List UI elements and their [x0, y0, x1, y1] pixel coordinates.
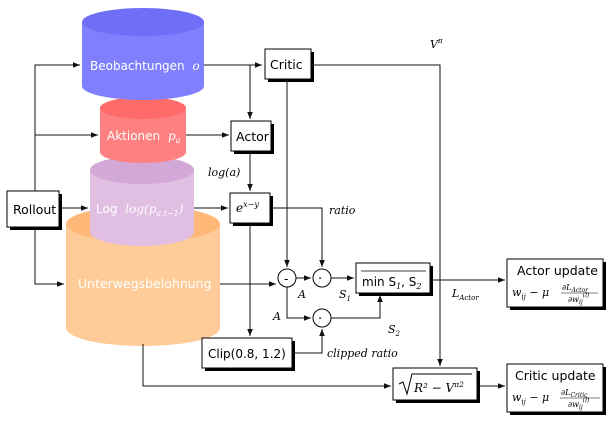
min-s2-sub: 2 [415, 282, 421, 291]
svg-text:Unterwegsbelohnung R: Unterwegsbelohnung R [78, 276, 229, 291]
svg-text:ex−y: ex−y [236, 200, 259, 215]
min-mid: , S [401, 275, 416, 289]
actor-frac-num-sub: Actor [570, 287, 589, 294]
svg-text:Beobachtungen o: Beobachtungen o [90, 59, 200, 73]
actions-label: Aktionen [107, 129, 160, 143]
actions-symbol: p [168, 129, 176, 143]
svg-text:Aktionen pa: Aktionen pa [107, 129, 181, 145]
ratio-label: ratio [329, 204, 356, 217]
critic-label: Critic [270, 57, 303, 72]
v-pi-label: Vπ [430, 37, 443, 51]
s1-label: S1 [339, 288, 351, 303]
actions-subscript: a [176, 136, 181, 145]
clip-box: Clip(0.8, 1.2) [201, 337, 295, 371]
svg-text:∂LCritic: ∂LCritic [561, 388, 588, 399]
exp-power: x−y [243, 200, 259, 209]
observations-symbol: o [192, 59, 199, 73]
l-actor-label: LActor [451, 287, 479, 302]
actions-cylinder: Aktionen pa [100, 97, 186, 163]
s2-label: S2 [388, 323, 401, 338]
svg-text:R² − Vπ2: R² − Vπ2 [413, 380, 464, 395]
critic-frac-den: ∂w [568, 400, 579, 409]
critic-update-minus: − μ [526, 391, 549, 404]
actor-frac-den-sub: ij [579, 299, 583, 306]
sqrt-expression: R² − V [413, 381, 456, 395]
svg-text:∂LActor: ∂LActor [562, 283, 589, 294]
actor-update-minus: − μ [526, 286, 549, 299]
actor-label: Actor [236, 129, 270, 144]
rollout-box: Rollout [6, 190, 62, 230]
actor-frac-den: ∂w [568, 295, 579, 304]
exp-base: e [236, 201, 243, 215]
actor-frac-den-sup: (l) [583, 292, 590, 299]
min-s1-sub: 1 [396, 282, 401, 291]
min-box: min S1, S2 [355, 262, 433, 296]
critic-frac-den-sub: ij [579, 404, 583, 411]
observations-label: Beobachtungen [90, 59, 185, 73]
minus-symbol: - [284, 272, 288, 286]
critic-update-box: Critic update wij − μ ∂LCritic ∂wij(l) [506, 363, 606, 415]
edges [34, 62, 505, 389]
clipped-ratio-label: clipped ratio [327, 347, 398, 360]
svg-text:∂wij(l): ∂wij(l) [568, 397, 590, 411]
svg-text:wij − μ: wij − μ [512, 391, 549, 406]
log-subscript: a,t−1 [156, 209, 178, 218]
actor-update-sub: ij [521, 293, 526, 301]
log-close: ) [178, 202, 184, 216]
log-expression: log(p [125, 202, 156, 216]
multiply-node-ratio: · [312, 268, 332, 288]
critic-box: Critic [264, 48, 314, 82]
exp-box: ex−y [229, 192, 273, 226]
a-label-ratio: A [297, 288, 306, 301]
critic-frac-num: ∂L [561, 388, 570, 397]
observations-cylinder: Beobachtungen o [82, 8, 204, 100]
critic-update-title: Critic update [515, 368, 596, 383]
actor-update-lhs: w [512, 286, 522, 299]
clip-label: Clip(0.8, 1.2) [208, 347, 286, 361]
svg-text:Log log(pa,t−1): Log log(pa,t−1) [96, 202, 184, 218]
rollout-label: Rollout [13, 202, 56, 217]
critic-frac-den-sup: (l) [583, 397, 590, 404]
critic-frac-num-sub: Critic [570, 392, 588, 399]
critic-update-sub: ij [521, 398, 526, 406]
svg-text:min S1, S2: min S1, S2 [362, 275, 422, 291]
critic-update-lhs: w [512, 391, 522, 404]
multiply-symbol-ratio: · [318, 272, 322, 287]
a-label-clipped: A [272, 310, 281, 323]
actor-box: Actor [230, 120, 274, 154]
svg-text:∂wij(l): ∂wij(l) [568, 292, 590, 306]
multiply-symbol-clipped: · [318, 312, 322, 327]
log-cylinder: Log log(pa,t−1) [90, 156, 194, 246]
multiply-node-clipped: · [312, 308, 332, 328]
actor-update-title: Actor update [517, 263, 598, 278]
actor-update-box: Actor update wij − μ ∂LActor ∂wij(l) [506, 258, 606, 310]
sqrt-box: R² − Vπ2 [392, 367, 480, 403]
svg-text:wij − μ: wij − μ [512, 286, 549, 301]
reward-label: Unterwegsbelohnung [78, 276, 212, 291]
log-label: Log [96, 202, 117, 216]
actor-frac-num: ∂L [562, 283, 571, 292]
log-a-label: log(a) [208, 166, 240, 179]
min-expression: min S [362, 275, 396, 289]
sqrt-power: π2 [453, 380, 464, 389]
minus-node: - [277, 268, 297, 288]
